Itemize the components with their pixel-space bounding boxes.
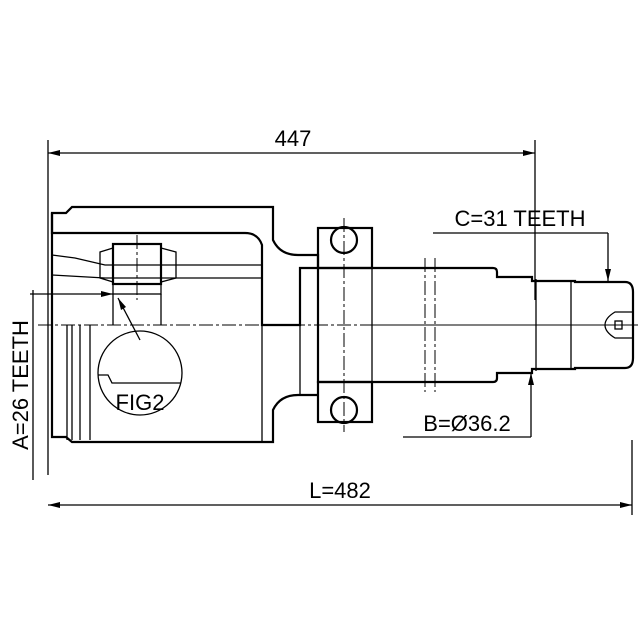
abs-diameter-label: B=Ø36.2 <box>423 411 510 436</box>
callout-b: B=Ø36.2 <box>403 373 534 438</box>
spline-a-label: A=26 TEETH <box>8 320 33 450</box>
spline-c-label: C=31 TEETH <box>454 206 585 231</box>
dimension-length: L=482 <box>48 440 633 515</box>
stub-shaft <box>316 258 638 392</box>
outer-housing <box>50 205 320 444</box>
dimension-447: 447 <box>47 126 536 475</box>
dimension-447-label: 447 <box>275 126 312 151</box>
callout-c: C=31 TEETH <box>433 206 611 281</box>
fig2-label: FIG2 <box>116 390 165 415</box>
detail-fig2: FIG2 <box>97 297 183 416</box>
dimension-length-label: L=482 <box>309 478 371 503</box>
callout-a: A=26 TEETH <box>8 290 113 480</box>
